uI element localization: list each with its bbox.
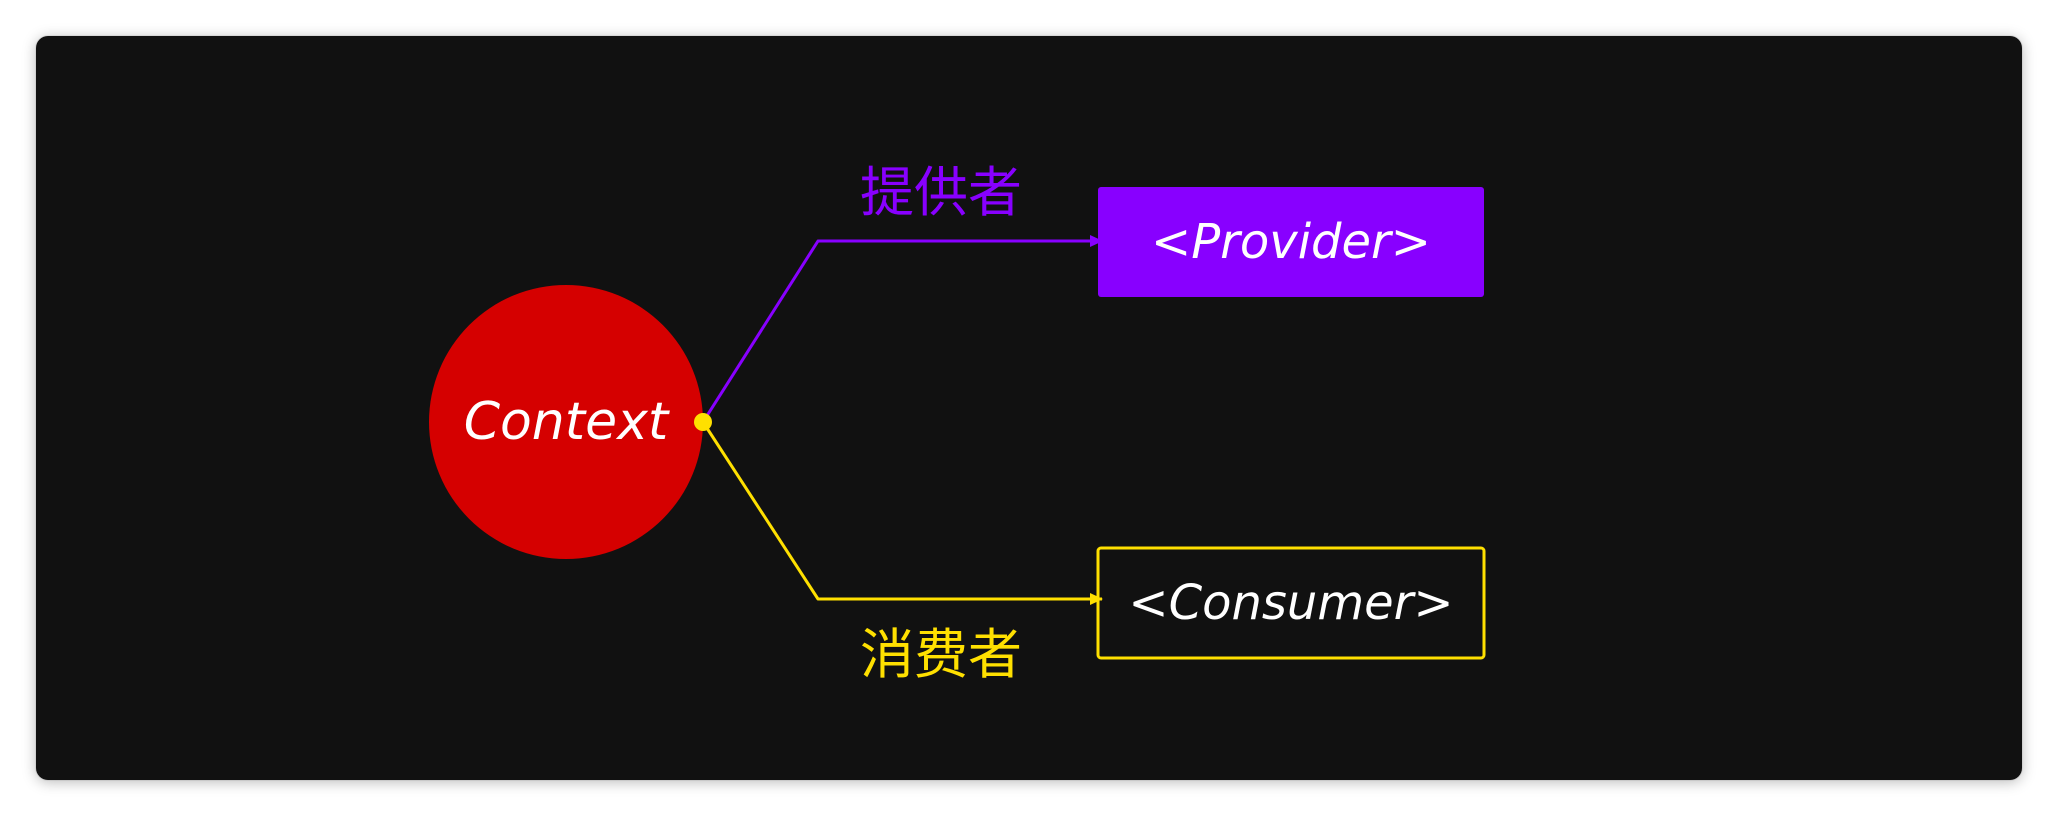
context-node[interactable] (429, 285, 703, 559)
connection-point (694, 413, 712, 431)
provider-edge-label: 提供者 (860, 161, 1022, 224)
context-node-label: Context (464, 392, 670, 452)
provider-node-label: <Provider> (1151, 214, 1431, 270)
consumer-edge-label: 消费者 (860, 623, 1022, 686)
consumer-node[interactable] (1096, 546, 1486, 660)
consumer-node-label: <Consumer> (1128, 575, 1453, 631)
context-diagram: Context <Provider> <Consumer> 提供者 消费者 (429, 161, 1486, 686)
provider-node[interactable] (1098, 187, 1484, 297)
provider-edge (701, 235, 1103, 423)
diagram-canvas: Context <Provider> <Consumer> 提供者 消费者 (36, 36, 2022, 780)
consumer-edge (701, 421, 1103, 605)
